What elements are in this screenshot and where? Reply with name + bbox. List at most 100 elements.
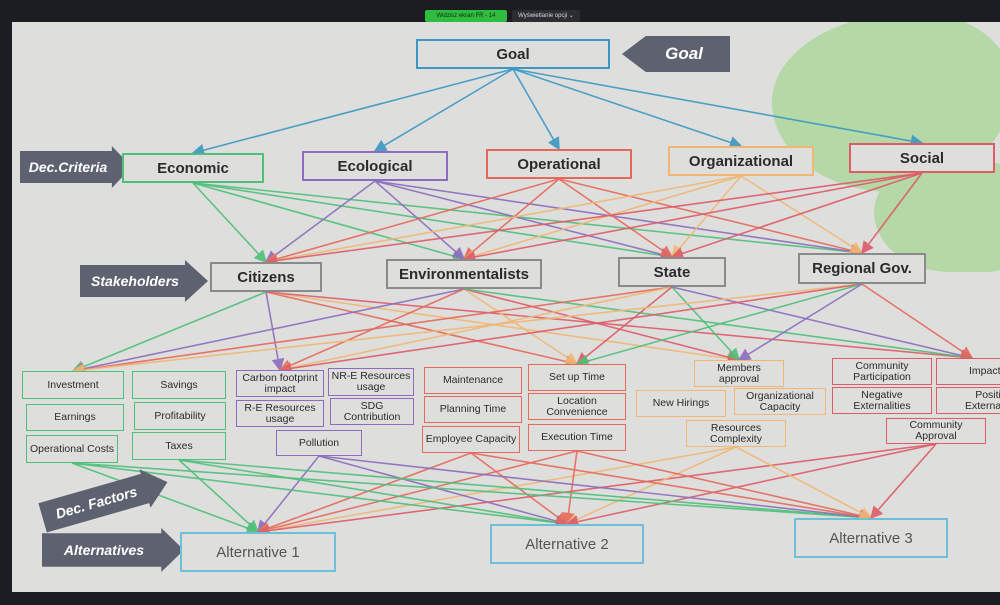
screen-share-indicator[interactable]: Widzisz ekran FR - 14 bbox=[425, 10, 507, 22]
connection-line-17 bbox=[264, 175, 742, 267]
connection-line-54 bbox=[318, 455, 569, 528]
connection-line-11 bbox=[374, 180, 674, 261]
factor-new-hirings: New Hirings bbox=[636, 390, 726, 417]
connection-line-30 bbox=[71, 288, 465, 375]
connection-line-23 bbox=[670, 172, 923, 260]
connection-line-64 bbox=[735, 446, 873, 519]
view-options-button[interactable]: Wyświetlanie opcji ⌄ bbox=[512, 10, 580, 22]
connection-line-32 bbox=[463, 288, 579, 365]
connection-line-14 bbox=[462, 178, 560, 261]
alternative-1: Alternative 1 bbox=[180, 532, 336, 572]
connection-line-26 bbox=[265, 291, 285, 372]
connection-line-36 bbox=[278, 286, 673, 374]
connection-line-41 bbox=[278, 283, 863, 375]
goal-node: Goal bbox=[416, 39, 610, 69]
connection-line-8 bbox=[192, 182, 864, 259]
factor-savings: Savings bbox=[132, 371, 226, 399]
connection-line-40 bbox=[71, 283, 863, 377]
connection-line-4 bbox=[512, 68, 924, 148]
connection-line-3 bbox=[512, 68, 743, 149]
connection-line-50 bbox=[256, 446, 737, 537]
factor-members-approval: Members approval bbox=[694, 360, 784, 387]
connection-line-33 bbox=[463, 288, 741, 364]
factor-profitability: Profitability bbox=[134, 402, 226, 430]
connection-line-35 bbox=[71, 286, 673, 376]
screen-share-bar: Widzisz ekran FR - 14 Wyświetlanie opcji… bbox=[0, 0, 1000, 22]
connection-line-19 bbox=[670, 175, 742, 259]
connection-line-12 bbox=[374, 180, 864, 258]
factor-r-e-resources-usage: R-E Resources usage bbox=[236, 400, 324, 427]
factor-set-up-time: Set up Time bbox=[528, 364, 626, 391]
factor-community-participation: Community Participation bbox=[832, 358, 932, 385]
connection-line-65 bbox=[869, 443, 937, 520]
presentation-slide: Goal Dec.Criteria Stakeholders Dec. Fact… bbox=[12, 22, 1000, 592]
connection-line-18 bbox=[462, 175, 742, 262]
connection-line-16 bbox=[558, 178, 864, 257]
factor-nr-e-resources-usage: NR-E Resources usage bbox=[328, 368, 414, 396]
connection-line-42 bbox=[575, 283, 863, 368]
connection-line-44 bbox=[861, 283, 974, 359]
factor-pollution: Pollution bbox=[276, 430, 362, 456]
connection-line-29 bbox=[265, 291, 974, 364]
connection-line-62 bbox=[470, 452, 873, 523]
connection-line-10 bbox=[374, 180, 466, 261]
stakeholder-citizens: Citizens bbox=[210, 262, 322, 292]
criteria-arrow-tag: Dec.Criteria bbox=[20, 146, 132, 188]
connection-line-9 bbox=[264, 180, 376, 263]
connection-line-27 bbox=[265, 291, 579, 368]
factor-execution-time: Execution Time bbox=[528, 424, 626, 451]
factor-positive-externalities: Positive Externalities bbox=[936, 387, 1000, 414]
factor-maintenance: Maintenance bbox=[424, 367, 522, 394]
connection-line-24 bbox=[861, 172, 923, 255]
connection-lines bbox=[71, 68, 974, 537]
factor-organizational-capacity: Organizational Capacity bbox=[734, 388, 826, 415]
criterion-operational: Operational bbox=[486, 149, 632, 179]
connection-line-21 bbox=[264, 172, 923, 267]
connection-line-61 bbox=[318, 455, 873, 524]
factor-sdg-contribution: SDG Contribution bbox=[330, 398, 414, 425]
connection-line-49 bbox=[256, 450, 578, 536]
stakeholder-regional-gov: Regional Gov. bbox=[798, 253, 926, 284]
factor-carbon-footprint-impact: Carbon footprint impact bbox=[236, 370, 324, 397]
connection-line-37 bbox=[575, 286, 673, 366]
goal-arrow-tag: Goal bbox=[622, 36, 730, 72]
stakeholders-arrow-tag: Stakeholders bbox=[80, 260, 208, 302]
factor-operational-costs: Operational Costs bbox=[26, 435, 118, 463]
connection-line-58 bbox=[565, 443, 937, 528]
factor-employee-capacity: Employee Capacity bbox=[422, 426, 520, 453]
connection-line-5 bbox=[192, 182, 268, 264]
connection-line-38 bbox=[671, 286, 741, 362]
connection-line-15 bbox=[558, 178, 674, 258]
factor-location-convenience: Location Convenience bbox=[528, 393, 626, 420]
connection-line-7 bbox=[192, 182, 674, 262]
connection-line-2 bbox=[512, 68, 560, 151]
alternatives-arrow-tag: Alternatives bbox=[42, 528, 184, 572]
connection-line-0 bbox=[191, 68, 514, 157]
factor-resources-complexity: Resources Complexity bbox=[686, 420, 786, 447]
connection-line-28 bbox=[265, 291, 741, 365]
factor-earnings: Earnings bbox=[26, 404, 124, 431]
criterion-economic: Economic bbox=[122, 153, 264, 183]
connection-line-53 bbox=[178, 459, 569, 529]
factor-negative-externalities: Negative Externalities bbox=[832, 387, 932, 414]
alternative-3: Alternative 3 bbox=[794, 518, 948, 558]
connection-line-39 bbox=[671, 286, 974, 362]
connection-line-13 bbox=[264, 178, 560, 266]
connection-line-60 bbox=[178, 459, 873, 524]
connection-line-57 bbox=[565, 446, 737, 526]
connection-line-63 bbox=[576, 450, 873, 522]
criterion-social: Social bbox=[849, 143, 995, 173]
connection-line-48 bbox=[256, 452, 472, 535]
connection-line-25 bbox=[71, 291, 267, 373]
connection-line-43 bbox=[737, 283, 863, 361]
stakeholder-environmentalists: Environmentalists bbox=[386, 259, 542, 289]
alternative-2: Alternative 2 bbox=[490, 524, 644, 564]
criterion-ecological: Ecological bbox=[302, 151, 448, 181]
factor-planning-time: Planning Time bbox=[424, 396, 522, 423]
connection-line-45 bbox=[71, 462, 260, 535]
factor-impact: Impact bbox=[936, 358, 1000, 385]
connection-line-52 bbox=[71, 462, 569, 529]
connection-line-22 bbox=[462, 172, 923, 264]
connection-line-47 bbox=[256, 455, 320, 534]
factor-taxes: Taxes bbox=[132, 432, 226, 460]
